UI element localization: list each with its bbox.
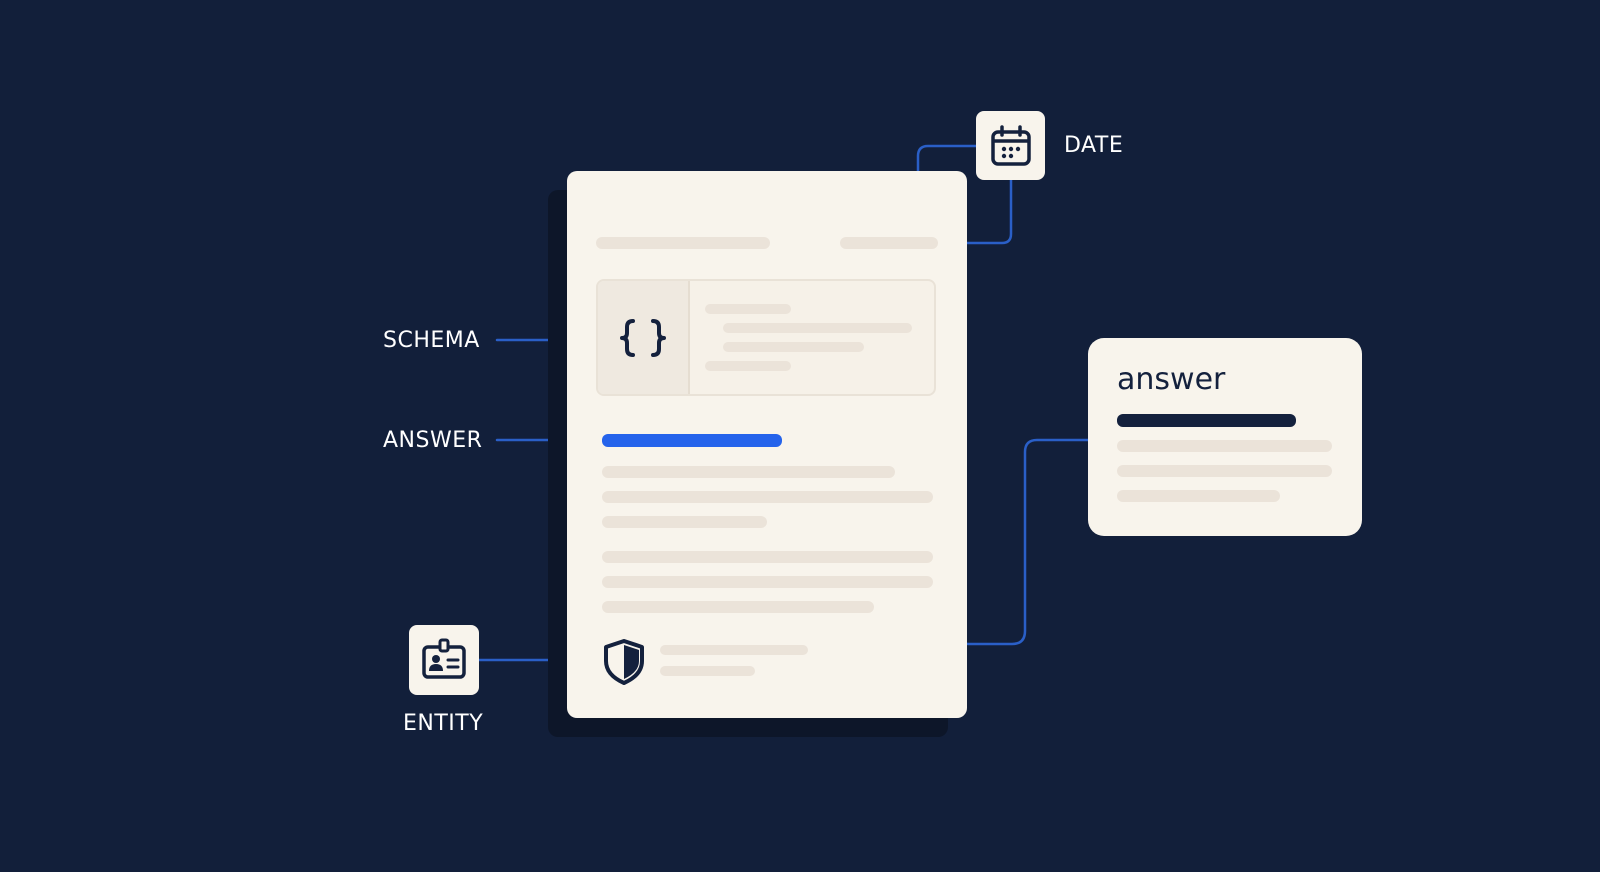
footer-line-2: [660, 666, 755, 676]
body-line-4: [602, 551, 933, 563]
date-connector-left: [916, 144, 980, 231]
calendar-icon: [990, 124, 1031, 166]
answer-card-line-2: [1117, 465, 1332, 477]
header-placeholder-left: [596, 237, 770, 249]
entity-label: ENTITY: [403, 711, 484, 736]
body-line-1: [602, 466, 895, 478]
schema-line-1: [705, 304, 791, 314]
answer-card-line-3: [1117, 490, 1280, 502]
schema-label: SCHEMA: [383, 328, 480, 353]
header-placeholder-right: [840, 237, 938, 249]
body-line-2: [602, 491, 933, 503]
schema-line-4: [705, 361, 791, 371]
body-line-6: [602, 601, 874, 613]
answer-card-line-1: [1117, 440, 1332, 452]
body-line-3: [602, 516, 767, 528]
schema-line-2: [723, 323, 912, 333]
schema-icon-cell: [598, 281, 690, 394]
answer-highlight-bar: [602, 434, 782, 447]
answer-card-dark-bar: [1117, 414, 1296, 427]
date-tile: [976, 111, 1045, 180]
schema-line-3: [723, 342, 864, 352]
schema-card: [596, 279, 936, 396]
date-label: DATE: [1064, 133, 1124, 158]
curly-braces-icon: [620, 318, 666, 357]
answer-card-title: answer: [1117, 362, 1226, 397]
answer-label: ANSWER: [383, 428, 483, 453]
body-line-5: [602, 576, 933, 588]
id-badge-icon: [422, 638, 466, 679]
date-connector-right: [942, 178, 1013, 245]
shield-icon: [604, 639, 644, 685]
entity-tile: [409, 625, 479, 695]
footer-line-1: [660, 645, 808, 655]
answer-card: answer: [1088, 338, 1362, 536]
